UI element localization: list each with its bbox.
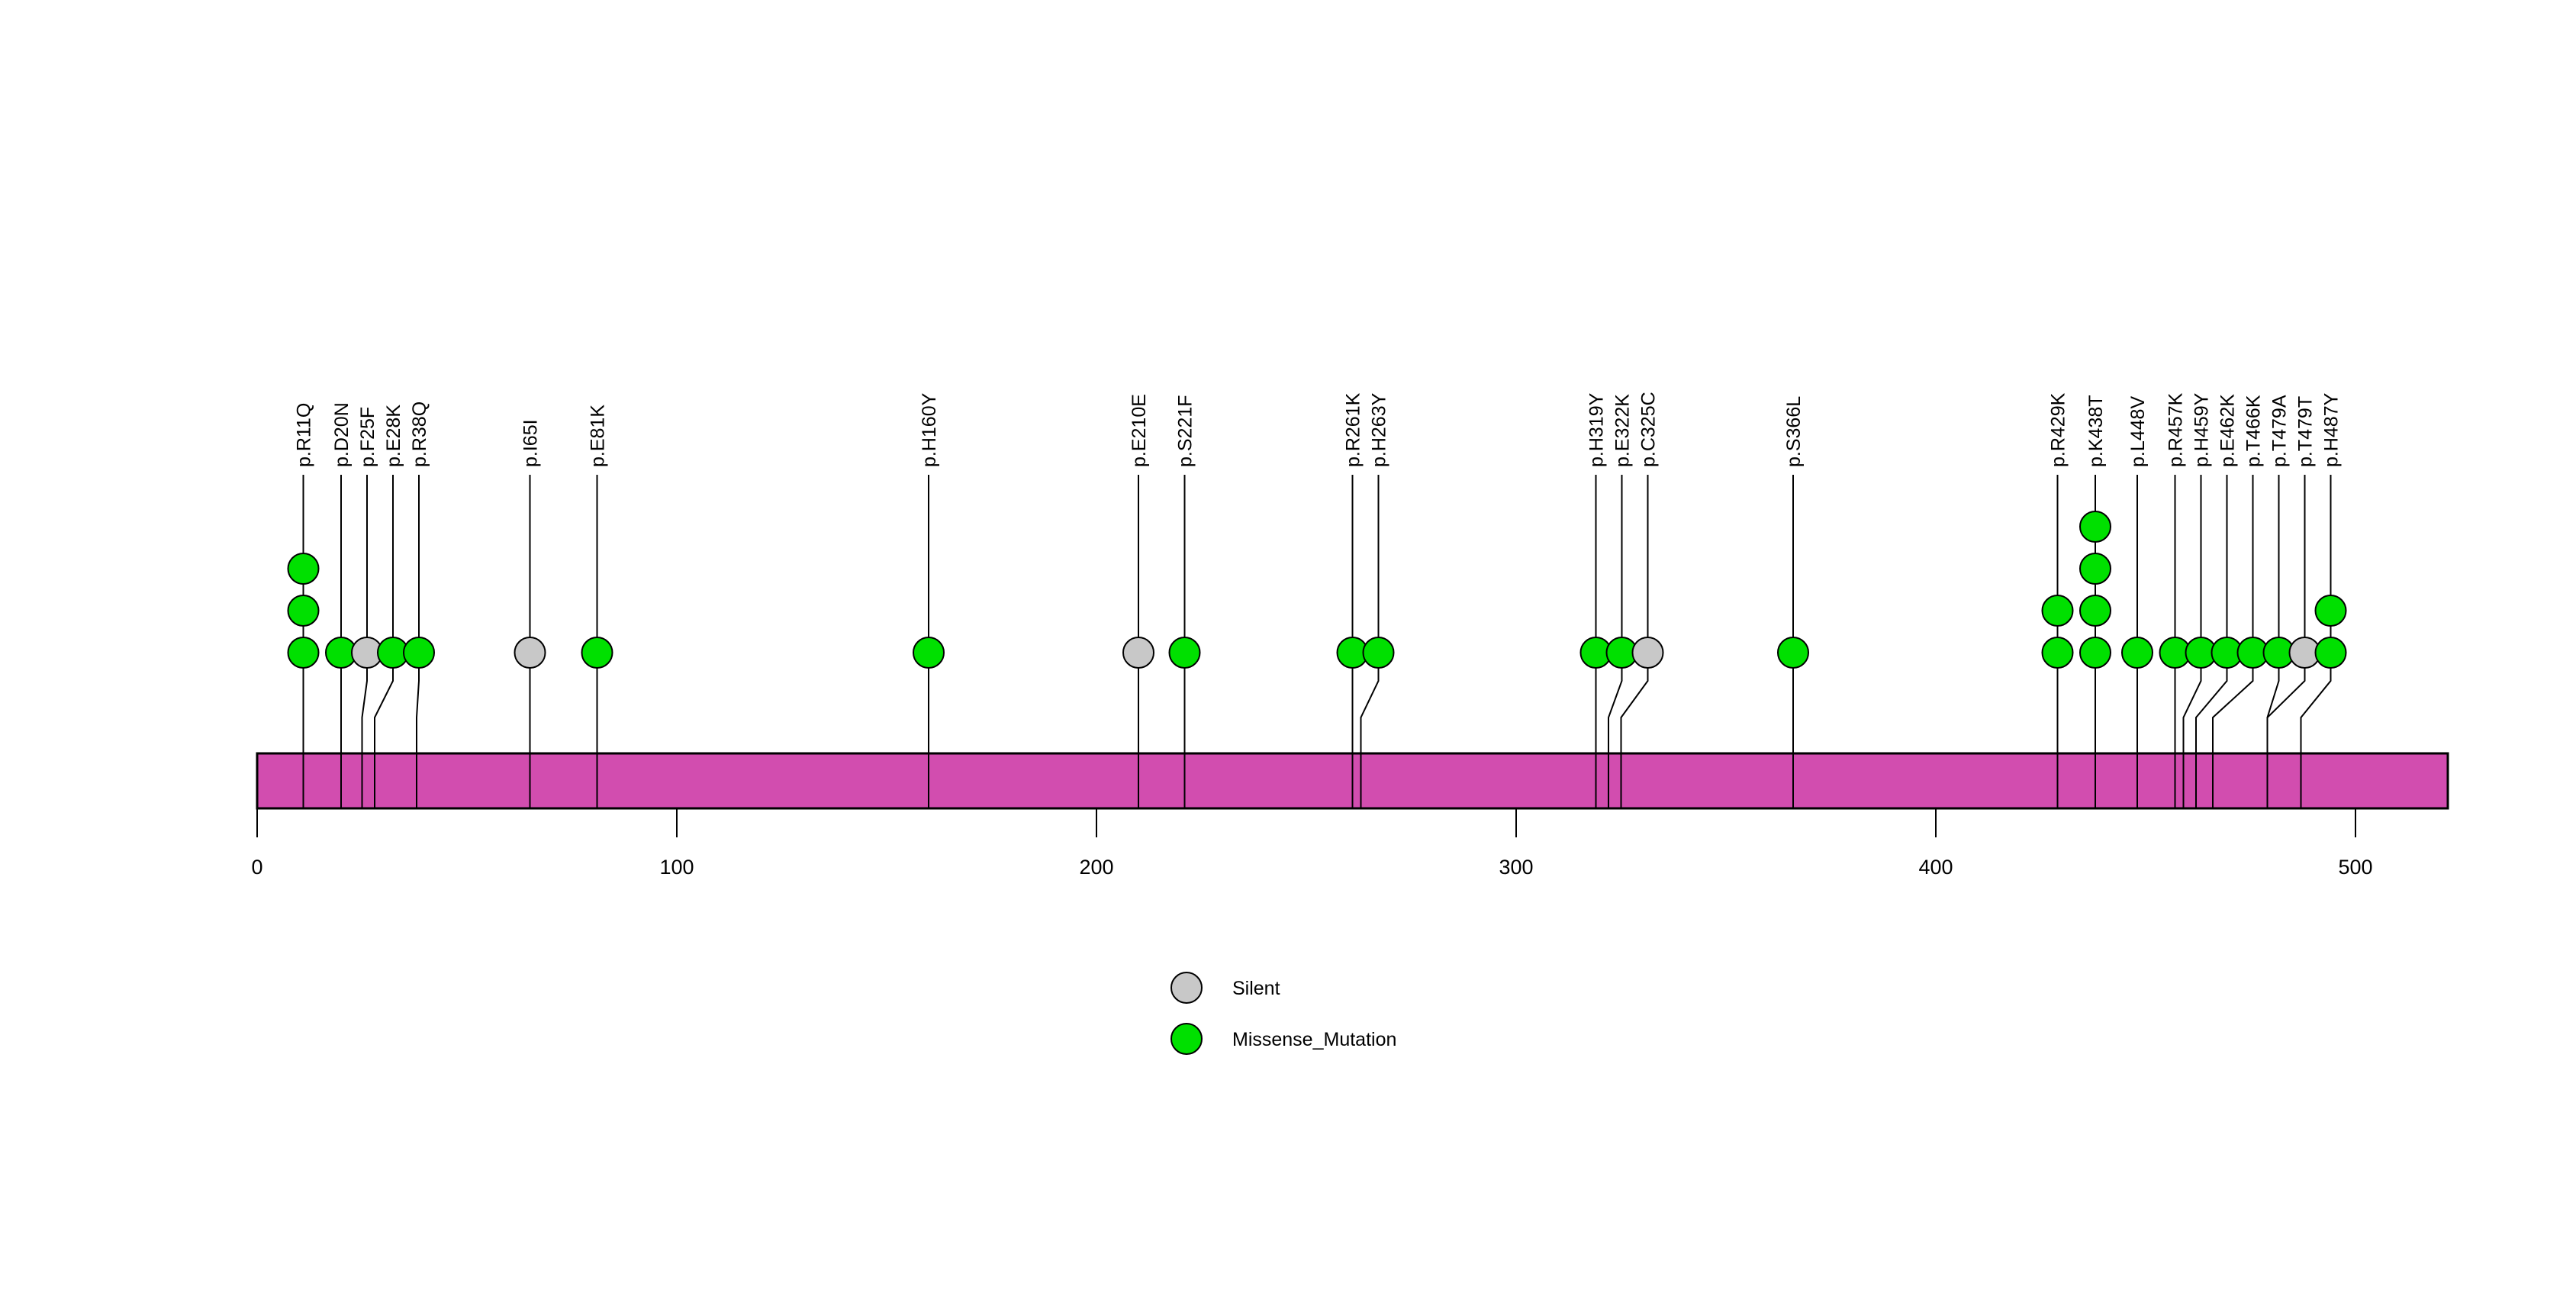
x-axis-layer: 0 100 200 300 400 500 xyxy=(251,808,2373,879)
mutation-marker[interactable]: p.H487Y (Missense_Mutation) xyxy=(2314,637,2347,669)
mutation-label: p.T479T xyxy=(2295,396,2317,467)
mutation-label: p.C325C xyxy=(1638,392,1660,467)
mutation-marker[interactable]: p.K438T (Missense_Mutation) xyxy=(2079,553,2111,585)
mutation-label: p.H263Y xyxy=(1369,392,1390,467)
mutation-label: p.H487Y xyxy=(2321,392,2343,467)
mutation-marker[interactable]: p.K438T (Missense_Mutation) xyxy=(2079,637,2111,669)
mutation-label: p.R261K xyxy=(1343,392,1364,467)
mutation-label: p.E462K xyxy=(2217,394,2239,467)
legend-label: Silent xyxy=(1232,978,1280,999)
mutation-label: p.E28K xyxy=(383,405,404,467)
x-axis-tick-label: 0 xyxy=(251,856,262,879)
mutation-label: p.T479A xyxy=(2269,395,2291,467)
mutation-label: p.K438T xyxy=(2085,395,2107,467)
mutation-markers-layer: p.R11Q (Missense_Mutation) p.R11Q (Missen… xyxy=(287,511,2347,669)
x-axis-tick-label: 500 xyxy=(2338,856,2372,879)
legend-label: Missense_Mutation xyxy=(1232,1029,1396,1050)
x-axis-tick-label: 200 xyxy=(1079,856,1113,879)
mutation-marker[interactable]: p.E210E (Silent) xyxy=(1122,637,1154,669)
mutation-label: p.E210E xyxy=(1129,394,1150,467)
mutation-marker[interactable]: p.R11Q (Missense_Mutation) xyxy=(287,595,320,627)
mutation-marker[interactable]: p.R429K (Missense_Mutation) xyxy=(2041,637,2074,669)
mutation-label: p.H160Y xyxy=(919,392,940,467)
mutation-marker[interactable]: p.H263Y (Missense_Mutation) xyxy=(1362,637,1395,669)
mutation-marker[interactable]: p.I65I (Silent) xyxy=(514,637,546,669)
protein-bar-dividers-layer xyxy=(302,753,2302,808)
mutation-label: p.L448V xyxy=(2127,396,2149,467)
mutation-marker[interactable]: p.S221F (Missense_Mutation) xyxy=(1168,637,1201,669)
legend-swatch[interactable] xyxy=(1170,972,1203,1004)
mutation-marker[interactable]: p.H160Y (Missense_Mutation) xyxy=(913,637,945,669)
mutation-label: p.H319Y xyxy=(1586,392,1608,467)
mutation-label: p.R38Q xyxy=(409,402,430,467)
mutation-label: p.D20N xyxy=(331,402,353,467)
mutation-marker[interactable]: p.L448V (Missense_Mutation) xyxy=(2121,637,2153,669)
mutation-marker[interactable]: p.R11Q (Missense_Mutation) xyxy=(287,553,320,585)
mutation-marker[interactable]: p.K438T (Missense_Mutation) xyxy=(2079,595,2111,627)
mutation-label: p.T466K xyxy=(2243,395,2265,467)
mutation-marker[interactable]: p.C325C (Silent) xyxy=(1631,637,1664,669)
mutation-label: p.H459Y xyxy=(2191,392,2213,467)
mutation-label: p.S221F xyxy=(1175,395,1196,467)
mutation-marker[interactable]: p.R429K (Missense_Mutation) xyxy=(2041,595,2074,627)
mutation-label: p.E81K xyxy=(588,405,609,467)
mutation-label: p.F25F xyxy=(357,407,378,467)
mutation-marker[interactable]: p.K438T (Missense_Mutation) xyxy=(2079,511,2111,543)
mutation-marker[interactable]: p.R38Q (Missense_Mutation) xyxy=(403,637,435,669)
mutation-marker[interactable]: p.S366L (Missense_Mutation) xyxy=(1777,637,1809,669)
mutation-marker[interactable]: p.R11Q (Missense_Mutation) xyxy=(287,637,320,669)
x-axis-tick-label: 100 xyxy=(659,856,694,879)
x-axis-tick-label: 400 xyxy=(1918,856,1953,879)
legend-swatch[interactable] xyxy=(1170,1023,1203,1055)
mutation-label: p.R11Q xyxy=(294,403,315,467)
x-axis-tick-label: 300 xyxy=(1499,856,1533,879)
mutation-marker[interactable]: p.E81K (Missense_Mutation) xyxy=(581,637,613,669)
mutation-stems-layer xyxy=(302,475,2332,668)
mutation-label: p.I65I xyxy=(520,419,542,467)
mutation-label: p.R457K xyxy=(2165,392,2187,467)
mutation-marker[interactable]: p.H487Y (Missense_Mutation) xyxy=(2314,595,2347,627)
mutation-label: p.R429K xyxy=(2048,392,2069,467)
mutation-label: p.S366L xyxy=(1783,396,1805,467)
mutation-label: p.E322K xyxy=(1612,394,1634,467)
